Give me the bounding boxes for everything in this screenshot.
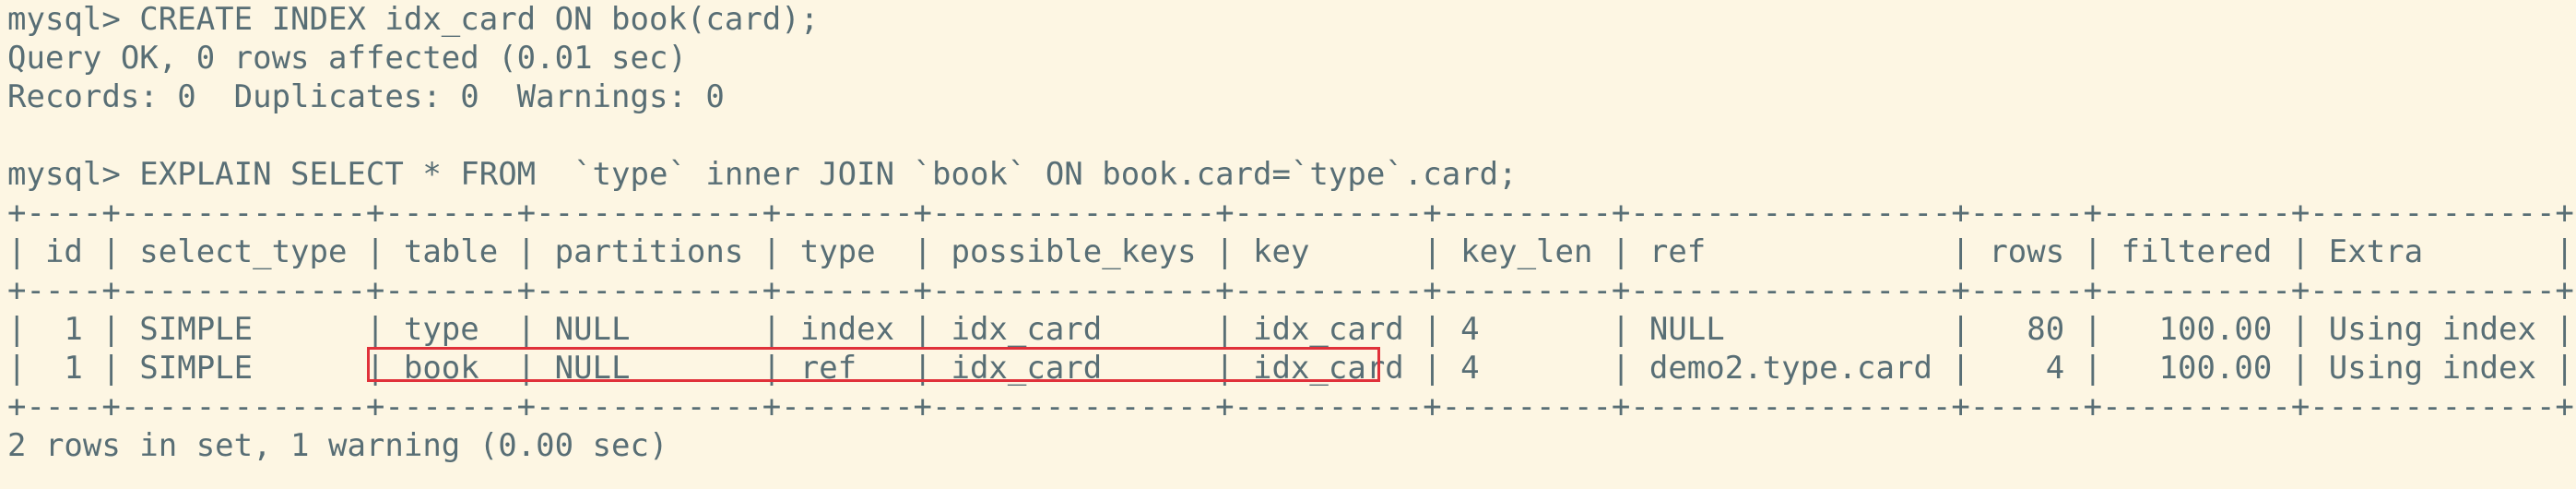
query-records-status: Records: 0 Duplicates: 0 Warnings: 0 (7, 78, 725, 115)
table-border-top: +----+-------------+-------+------------… (7, 195, 2574, 232)
table-row: | 1 | SIMPLE | book | NULL | ref | idx_c… (7, 350, 2574, 387)
command-create-index: mysql> CREATE INDEX idx_card ON book(car… (7, 1, 820, 38)
table-header-row: | id | select_type | table | partitions … (7, 233, 2574, 270)
result-summary: 2 rows in set, 1 warning (0.00 sec) (7, 427, 668, 464)
command-explain-select: mysql> EXPLAIN SELECT * FROM `type` inne… (7, 156, 1518, 193)
table-border-bottom: +----+-------------+-------+------------… (7, 388, 2574, 425)
query-result-status: Query OK, 0 rows affected (0.01 sec) (7, 40, 687, 77)
table-row: | 1 | SIMPLE | type | NULL | index | idx… (7, 311, 2574, 348)
table-border-header: +----+-------------+-------+------------… (7, 272, 2574, 309)
